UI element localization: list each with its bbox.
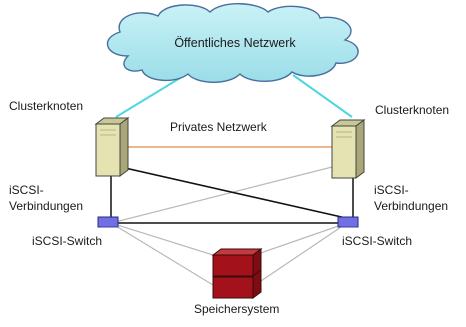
iscsi-switch-label-left: iSCSI-Switch xyxy=(32,234,103,248)
private-network-label: Privates Netzwerk xyxy=(170,120,267,134)
storage-link xyxy=(254,222,348,286)
storage-system xyxy=(211,248,263,299)
iscsi-connections-label-right-line1: iSCSI- xyxy=(374,183,409,197)
iscsi-link xyxy=(124,167,347,219)
storage-link xyxy=(110,164,341,224)
cluster-node-right xyxy=(330,119,366,179)
iscsi-links xyxy=(110,167,354,224)
storage-link xyxy=(254,222,348,256)
public-network-label: Öffentliches Netzwerk xyxy=(174,36,296,50)
iscsi-switch-label-right: iSCSI-Switch xyxy=(342,234,413,248)
iscsi-switch-right xyxy=(337,216,359,228)
iscsi-connections-label-left-line2: Verbindungen xyxy=(9,199,84,213)
public-link-left xyxy=(115,74,186,118)
cluster-node-label-right: Clusterknoten xyxy=(375,103,450,117)
public-network-links xyxy=(115,74,353,118)
cluster-node-label-left: Clusterknoten xyxy=(9,99,84,113)
storage-system-label: Speichersystem xyxy=(194,302,280,316)
public-network-cloud xyxy=(106,3,359,83)
storage-links xyxy=(110,164,348,286)
public-link-right xyxy=(292,74,353,118)
storage-link xyxy=(110,222,214,256)
iscsi-connections-label-left-line1: iSCSI- xyxy=(9,183,44,197)
iscsi-connections-label-right-line2: Verbindungen xyxy=(374,199,449,213)
iscsi-switch-left xyxy=(97,216,119,228)
storage-link xyxy=(110,222,214,286)
cluster-node-left xyxy=(94,117,130,177)
